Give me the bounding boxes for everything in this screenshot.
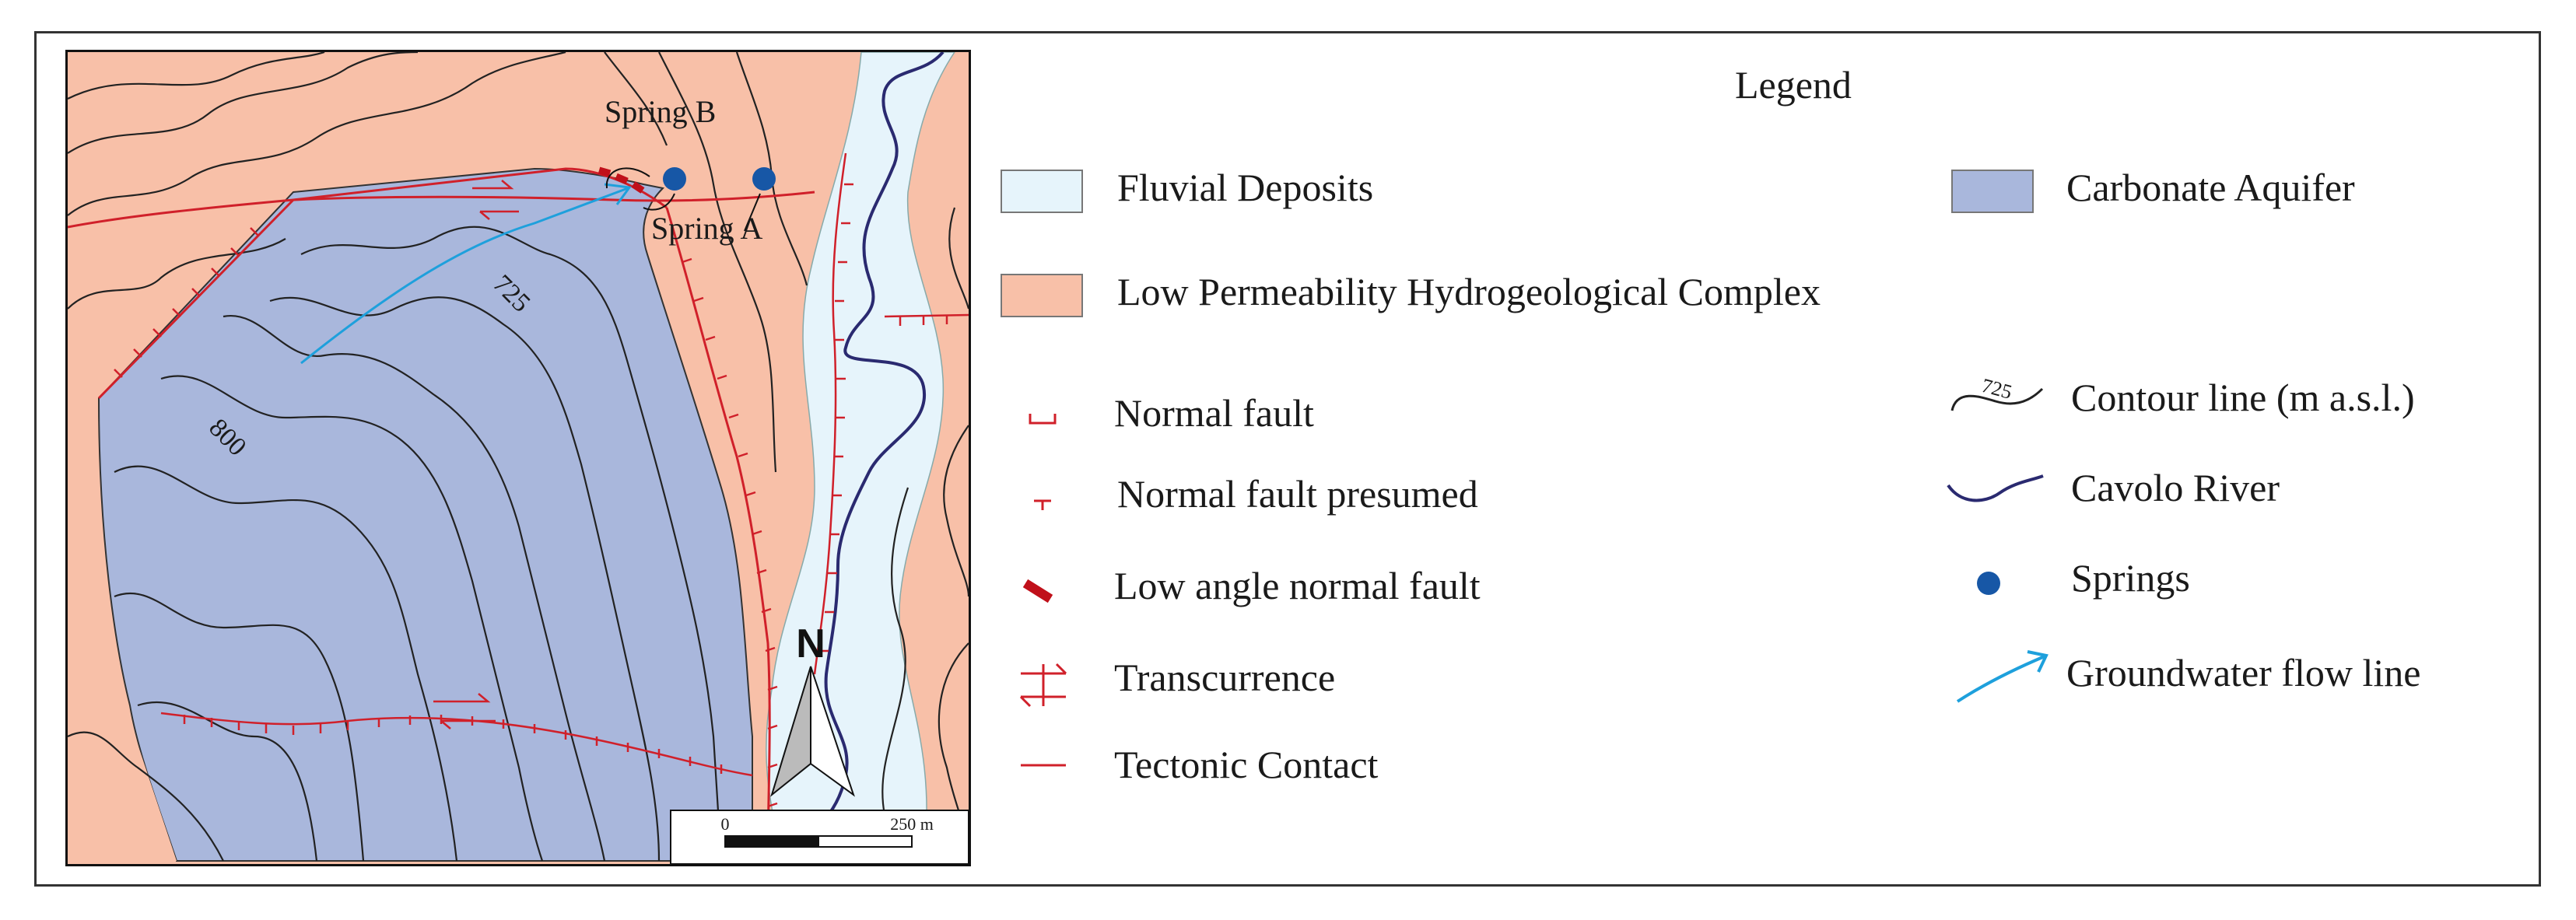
transcurrence-icon bbox=[1019, 663, 1067, 708]
low-angle-normal-fault bbox=[598, 166, 645, 194]
scale-start-label: 0 bbox=[721, 814, 730, 834]
groundwater-flow-icon bbox=[1956, 650, 2049, 703]
cavolo-river bbox=[790, 52, 945, 855]
carbonate-aquifer-area bbox=[97, 167, 753, 862]
spring-icon bbox=[1977, 572, 2000, 595]
legend-label: Tectonic Contact bbox=[1114, 743, 1379, 786]
scale-bar bbox=[818, 835, 913, 848]
spring-marker bbox=[663, 167, 686, 191]
legend-label: Normal fault bbox=[1114, 391, 1314, 435]
spring-a-leader-east bbox=[744, 193, 761, 232]
spring-marker bbox=[752, 167, 776, 191]
north-arrow-icon-light bbox=[810, 666, 855, 797]
river-icon bbox=[1947, 474, 2044, 502]
groundwater-flow-line bbox=[300, 187, 629, 365]
hydrogeological-map: Spring B Spring A 725 800 N 0 250 m bbox=[65, 50, 971, 866]
spring-a-label: Spring A bbox=[651, 211, 762, 246]
groundwater-flow-arrowhead bbox=[604, 183, 632, 205]
tectonic-contact-line bbox=[68, 191, 815, 229]
contour-lines bbox=[68, 52, 969, 862]
tectonic-contact-icon bbox=[1021, 764, 1066, 767]
spring-a-leader bbox=[643, 193, 675, 211]
legend-label: Cavolo River bbox=[2071, 466, 2280, 509]
legend-label: Transcurrence bbox=[1114, 656, 1336, 699]
low-permeability-swatch bbox=[1001, 274, 1083, 317]
legend-label: Fluvial Deposits bbox=[1117, 166, 1374, 209]
normal-fault-presumed-river bbox=[813, 152, 847, 675]
legend-title: Legend bbox=[1735, 63, 1852, 107]
spring-b-label: Spring B bbox=[605, 94, 716, 129]
normal-fault-east bbox=[665, 207, 771, 862]
carbonate-aquifer-area-west bbox=[68, 628, 177, 861]
map-canvas: Spring B Spring A 725 800 N 0 250 m bbox=[68, 52, 969, 864]
normal-fault-icon bbox=[1029, 414, 1057, 425]
carbonate-aquifer-swatch bbox=[1951, 170, 2034, 213]
legend-label: Low Permeability Hydrogeological Complex bbox=[1117, 270, 1821, 313]
legend-label: Low angle normal fault bbox=[1114, 564, 1481, 607]
legend-label: Contour line (m a.s.l.) bbox=[2071, 376, 2415, 419]
normal-fault-presumed-east bbox=[884, 313, 969, 318]
fluvial-deposits-swatch bbox=[1001, 170, 1083, 213]
contour-line-icon: 725 bbox=[1950, 374, 2044, 411]
legend-label: Springs bbox=[2071, 556, 2190, 600]
legend-label: Carbonate Aquifer bbox=[2066, 166, 2355, 209]
spring-b-leader bbox=[605, 167, 650, 189]
scale-bar bbox=[724, 835, 819, 848]
legend-label: Normal fault presumed bbox=[1117, 472, 1478, 516]
north-label: N bbox=[796, 621, 825, 666]
transcurrence-symbols bbox=[433, 180, 519, 729]
low-angle-normal-fault-icon bbox=[1022, 579, 1053, 603]
scale-end-label: 250 m bbox=[890, 814, 934, 834]
legend-label: Groundwater flow line bbox=[2066, 651, 2421, 694]
normal-fault-presumed-icon bbox=[1034, 499, 1051, 510]
